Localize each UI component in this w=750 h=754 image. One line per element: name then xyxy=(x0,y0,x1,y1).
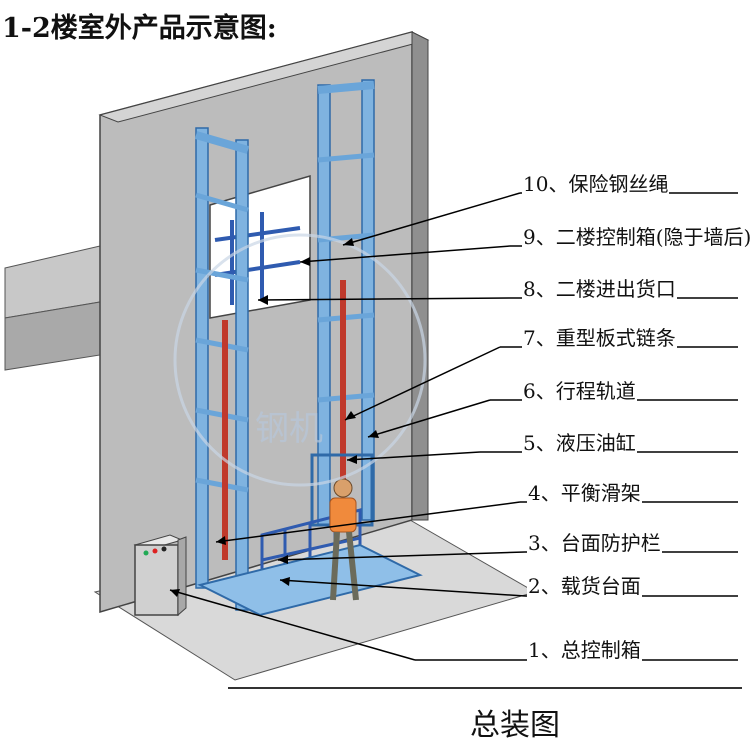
watermark-circle xyxy=(173,233,427,487)
leader-9-diag xyxy=(299,245,511,263)
leader-arrowheads xyxy=(170,238,379,597)
leader-3-diag xyxy=(277,551,526,561)
label-2: 2、载货台面 xyxy=(527,570,642,599)
leader-1-diag xyxy=(169,589,416,661)
leader-6-diag xyxy=(367,399,491,438)
leader-7-diag xyxy=(344,346,501,421)
left-chain xyxy=(222,320,228,560)
opening-bar-h2 xyxy=(214,260,301,277)
label-4: 4、平衡滑架 xyxy=(527,477,642,506)
wall-side xyxy=(411,31,429,521)
label-8: 8、二楼进出货口 xyxy=(522,273,677,302)
leader-4-diag xyxy=(215,501,521,543)
label-9: 9、二楼控制箱(隐于墙后) xyxy=(522,221,750,250)
label-10: 10、保险钢丝绳 xyxy=(522,168,670,197)
leader-5-diag xyxy=(346,451,481,461)
watermark-text: 钢机 xyxy=(255,409,323,449)
leader-2-diag xyxy=(279,579,526,597)
main-control-box xyxy=(133,534,187,617)
label-6: 6、行程轨道 xyxy=(522,375,637,404)
leader-10-diag xyxy=(342,192,521,246)
left-mast xyxy=(194,127,250,611)
opening-bar-h1 xyxy=(214,226,301,242)
person-figure xyxy=(329,478,359,601)
assembly-caption: 总装图 xyxy=(470,708,560,743)
label-3: 3、台面防护栏 xyxy=(527,527,662,556)
label-5: 5、液压油缸 xyxy=(522,427,637,456)
leader-8-diag xyxy=(257,297,511,301)
page-title: 1-2楼室外产品示意图: xyxy=(2,13,277,44)
label-1: 1、总控制箱 xyxy=(527,634,642,663)
label-7: 7、重型板式链条 xyxy=(522,322,677,351)
right-chain xyxy=(340,280,346,480)
